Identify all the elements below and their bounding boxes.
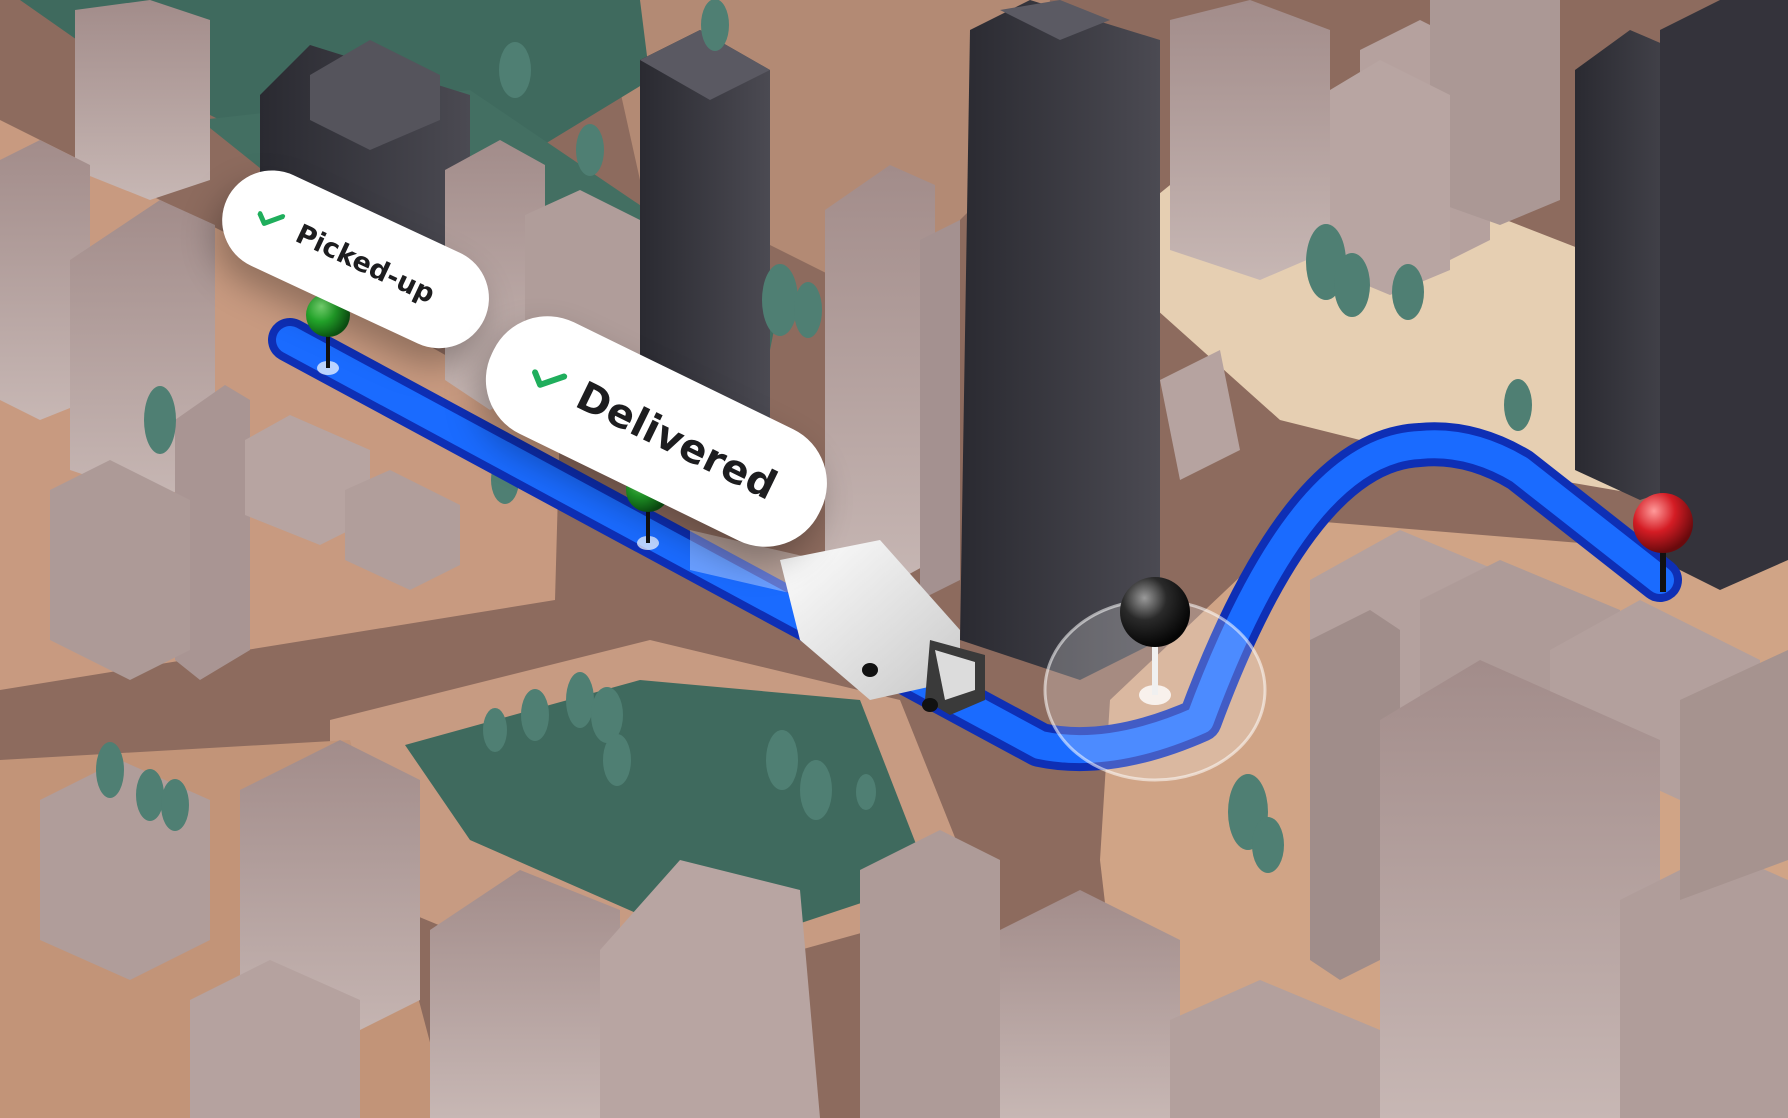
black-pin-icon <box>1120 577 1190 705</box>
delivery-route <box>268 318 1682 772</box>
picked-up-label: Picked-up <box>205 154 506 365</box>
delivered-label: Delivered <box>465 296 848 568</box>
truck-icon <box>690 530 985 715</box>
red-pin-icon <box>1633 493 1693 592</box>
check-icon <box>251 200 288 239</box>
check-icon <box>522 350 573 406</box>
